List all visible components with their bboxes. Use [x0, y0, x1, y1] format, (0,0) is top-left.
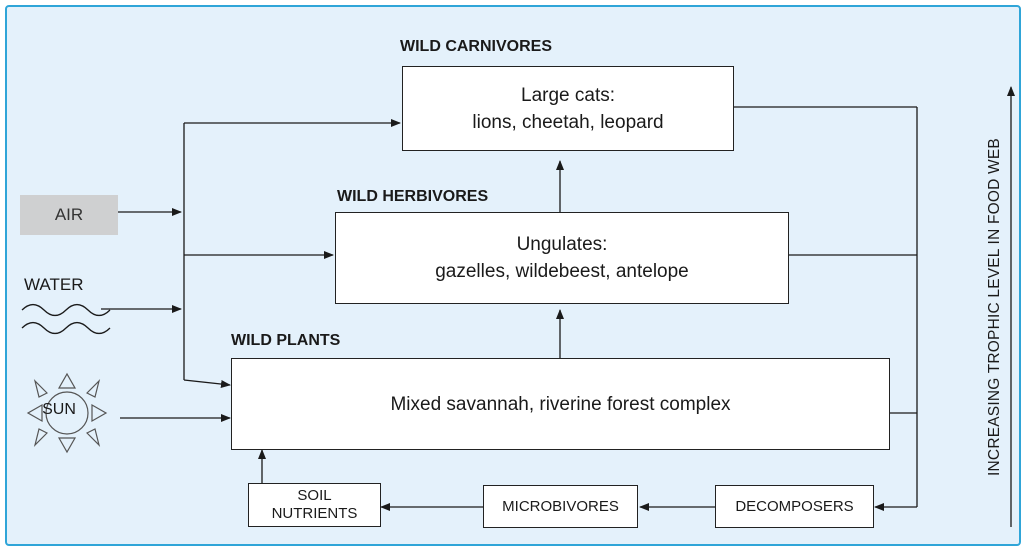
water-wave-1 [21, 303, 111, 317]
microbivores-label: MICROBIVORES [502, 497, 619, 515]
microbivores-box: MICROBIVORES [483, 485, 638, 528]
carnivores-line1: Large cats: [521, 84, 615, 106]
trophic-axis-label: INCREASING TROPHIC LEVEL IN FOOD WEB [986, 138, 1003, 476]
herbivores-box: Ungulates: gazelles, wildebeest, antelop… [335, 212, 789, 304]
soil-line2: NUTRIENTS [271, 505, 358, 522]
carnivores-heading: WILD CARNIVORES [400, 38, 552, 55]
sun-icon [26, 372, 108, 454]
carnivores-line2: lions, cheetah, leopard [472, 111, 664, 133]
connector-lines [21, 86, 1015, 527]
sun-label: SUN [42, 401, 76, 418]
plants-line1: Mixed savannah, riverine forest complex [390, 393, 731, 415]
plants-box: Mixed savannah, riverine forest complex [231, 358, 890, 450]
herbivores-heading: WILD HERBIVORES [337, 188, 489, 205]
plants-heading: WILD PLANTS [231, 332, 341, 349]
water-label: WATER [24, 275, 84, 294]
herbivores-line2: gazelles, wildebeest, antelope [435, 261, 689, 282]
decomposers-label: DECOMPOSERS [735, 497, 854, 515]
carnivores-box: Large cats: lions, cheetah, leopard [402, 66, 734, 151]
herbivores-line1: Ungulates: [516, 234, 608, 255]
decomposers-box: DECOMPOSERS [715, 485, 874, 528]
water-wave-2 [21, 321, 111, 335]
air-box: AIR [20, 195, 118, 235]
bus-to-plants [183, 379, 231, 389]
soil-nutrients-box: SOIL NUTRIENTS [248, 483, 381, 527]
soil-line1: SOIL [297, 487, 332, 504]
food-web-diagram: WILD CARNIVORES WILD HERBIVORES WILD PLA… [5, 5, 1021, 546]
